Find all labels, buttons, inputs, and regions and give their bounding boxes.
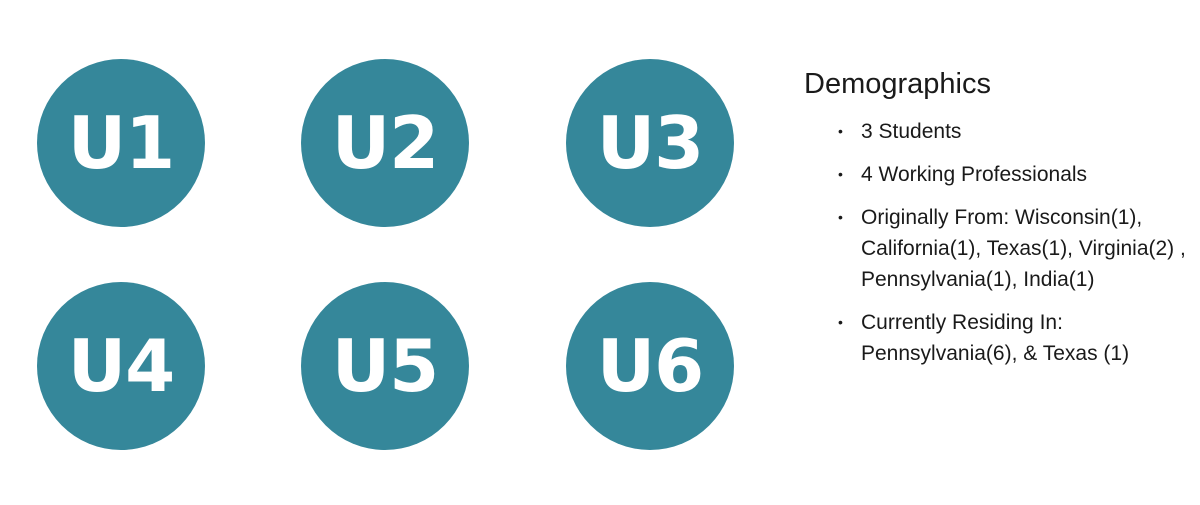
demographics-title: Demographics [804, 68, 991, 100]
user-badge-u4: U4 [37, 282, 205, 450]
list-item: 4 Working Professionals [838, 159, 1194, 190]
user-badge-u5: U5 [301, 282, 469, 450]
user-badge-label: U2 [331, 101, 440, 185]
user-badge-u1: U1 [37, 59, 205, 227]
user-badge-u6: U6 [566, 282, 734, 450]
user-badge-u2: U2 [301, 59, 469, 227]
user-badge-label: U3 [596, 101, 705, 185]
list-item: Originally From: Wisconsin(1), Californi… [838, 202, 1194, 295]
user-badge-u3: U3 [566, 59, 734, 227]
user-badge-label: U1 [67, 101, 176, 185]
list-item: Currently Residing In: Pennsylvania(6), … [838, 307, 1194, 369]
demographics-list: 3 Students 4 Working Professionals Origi… [804, 116, 1194, 369]
user-badge-label: U4 [67, 324, 176, 408]
user-badge-label: U6 [596, 324, 705, 408]
list-item: 3 Students [838, 116, 1194, 147]
user-badge-label: U5 [331, 324, 440, 408]
demographics-panel: Demographics 3 Students 4 Working Profes… [804, 66, 1194, 381]
